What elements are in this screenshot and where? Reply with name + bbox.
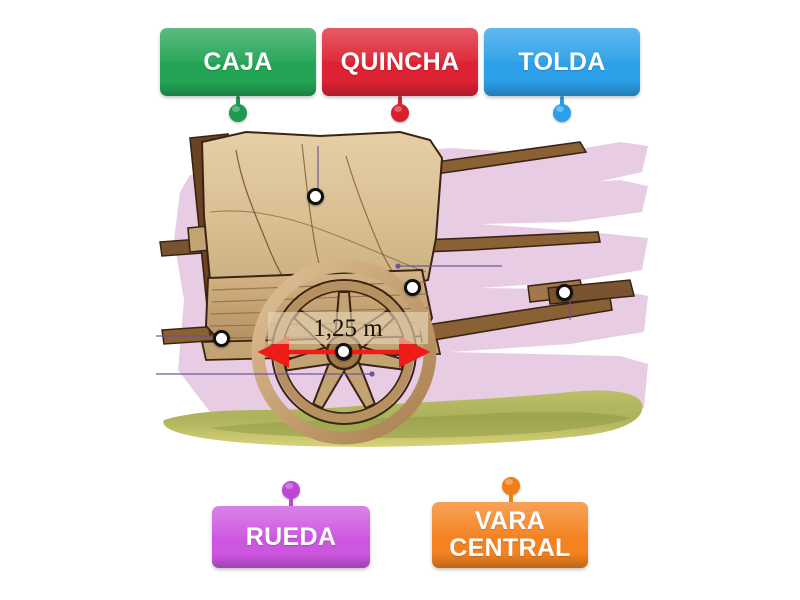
cart-illustration: 1,25 m <box>150 120 650 470</box>
stem-vara-central <box>509 488 513 504</box>
label-text-vara-line2: CENTRAL <box>449 534 571 562</box>
marker-quincha[interactable] <box>404 279 421 296</box>
stem-rueda <box>289 492 293 508</box>
measurement-label: 1,25 m <box>268 312 428 344</box>
label-card-vara-central[interactable]: VARA CENTRAL <box>432 502 588 568</box>
label-card-caja[interactable]: CAJA <box>160 28 316 96</box>
label-text-vara-central: VARA CENTRAL <box>443 508 577 562</box>
marker-rueda[interactable] <box>213 330 230 347</box>
knob-tolda[interactable] <box>553 104 571 122</box>
label-text-caja: CAJA <box>203 47 273 76</box>
label-text-quincha: QUINCHA <box>340 47 460 76</box>
knob-quincha[interactable] <box>391 104 409 122</box>
stem-caja <box>236 96 240 110</box>
label-card-quincha[interactable]: QUINCHA <box>322 28 478 96</box>
stem-quincha <box>398 96 402 110</box>
label-text-rueda: RUEDA <box>245 522 337 551</box>
marker-caja[interactable] <box>307 188 324 205</box>
knob-caja[interactable] <box>229 104 247 122</box>
knob-rueda[interactable] <box>282 481 300 499</box>
label-text-vara-line1: VARA <box>474 507 546 535</box>
knob-vara-central[interactable] <box>502 477 520 495</box>
label-text-tolda: TOLDA <box>518 47 606 76</box>
label-card-rueda[interactable]: RUEDA <box>212 506 370 568</box>
marker-tolda[interactable] <box>556 284 573 301</box>
label-card-tolda[interactable]: TOLDA <box>484 28 640 96</box>
stem-tolda <box>560 96 564 110</box>
marker-vara-central[interactable] <box>335 343 352 360</box>
svg-text:1,25 m: 1,25 m <box>313 315 383 342</box>
